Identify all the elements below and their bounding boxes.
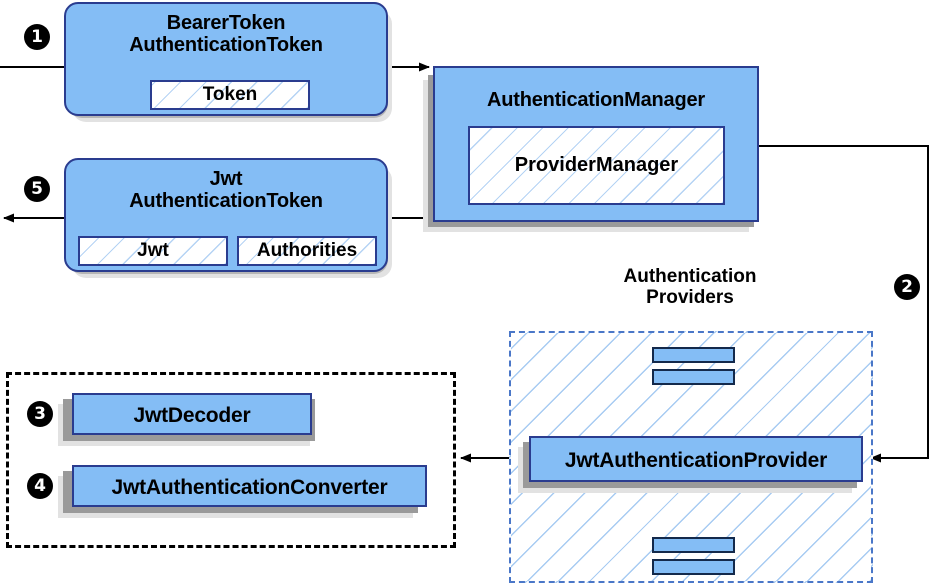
authentication-manager-box[interactable]: AuthenticationManager ProviderManager: [433, 66, 759, 222]
connector-step2-manager-to-provider: [759, 145, 929, 463]
bearer-token-box-title: BearerToken AuthenticationToken: [66, 12, 386, 57]
provider-stub-bottom-1: [652, 537, 735, 553]
jwt-token-inner-authorities[interactable]: Authorities: [237, 236, 377, 266]
bearer-token-title-line2: AuthenticationToken: [129, 34, 323, 57]
bearer-token-title-line1: BearerToken: [166, 12, 286, 34]
jwt-decoder-title: JwtDecoder: [133, 404, 251, 427]
group-caption-authentication-providers: Authentication Providers: [580, 266, 800, 309]
group-jwt-support: [6, 372, 456, 548]
step-badge-5: 5: [24, 176, 50, 202]
authentication-manager-title: AuthenticationManager: [486, 89, 706, 111]
bearer-token-inner-token[interactable]: Token: [150, 80, 310, 110]
jwt-authentication-provider-box[interactable]: JwtAuthenticationProvider: [529, 436, 863, 482]
jwt-authentication-converter-title: JwtAuthenticationConverter: [111, 476, 388, 499]
authentication-manager-inner-provider-manager[interactable]: ProviderManager: [468, 126, 725, 205]
provider-stub-top-2: [652, 369, 735, 385]
jwt-authentication-token-box[interactable]: Jwt AuthenticationToken Jwt Authorities: [64, 158, 388, 272]
jwt-token-title-line1: Jwt: [209, 168, 243, 190]
group-caption-line2: Providers: [646, 287, 734, 309]
bearer-token-authentication-token-box[interactable]: BearerToken AuthenticationToken Token: [64, 2, 388, 116]
provider-stub-bottom-2: [652, 559, 735, 575]
jwt-authentication-provider-title: JwtAuthenticationProvider: [564, 449, 828, 472]
step-badge-2: 2: [894, 274, 920, 300]
jwt-decoder-box[interactable]: JwtDecoder: [72, 393, 312, 435]
jwt-token-box-title: Jwt AuthenticationToken: [66, 168, 386, 213]
step-badge-3: 3: [27, 401, 53, 427]
jwt-authentication-converter-box[interactable]: JwtAuthenticationConverter: [72, 465, 427, 507]
step-badge-4: 4: [27, 473, 53, 499]
jwt-token-inner-jwt[interactable]: Jwt: [78, 236, 228, 266]
step-badge-1: 1: [24, 24, 50, 50]
jwt-token-title-line2: AuthenticationToken: [129, 190, 323, 213]
group-caption-line1: Authentication: [623, 266, 757, 287]
provider-stub-top-1: [652, 347, 735, 363]
